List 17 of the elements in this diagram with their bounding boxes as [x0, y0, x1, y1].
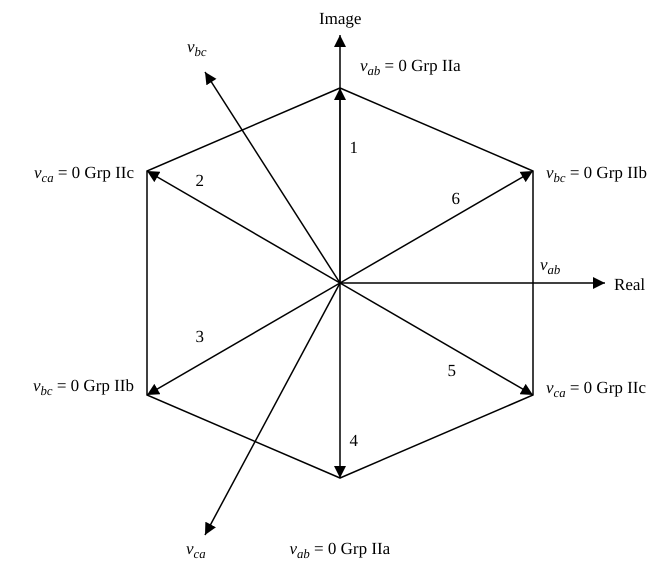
vertex-label: v$_{ab}$ = 0 Grp IIa	[290, 540, 390, 560]
vertex-label: v$_{bc}$ = 0 Grp IIb	[33, 376, 134, 398]
sector-number: 1	[350, 138, 358, 156]
sector-number: 4	[350, 432, 358, 448]
sector-number: 6	[452, 190, 460, 206]
sector-number: 2	[196, 172, 204, 188]
vertex-label: v$_{ca}$ = 0 Grp IIc	[546, 378, 646, 400]
axis-label: Real	[614, 276, 646, 292]
axis-label: Image	[319, 10, 362, 26]
sector-number: 5	[448, 362, 456, 378]
vertex-label: v$_{bc}$ = 0 Grp IIb	[546, 164, 647, 184]
vertex-label: v$_{ca}$ = 0 Grp IIc	[34, 164, 134, 184]
vector-label: v$_{ca}$	[186, 540, 206, 560]
vertex-label: v$_{ab}$ = 0 Grp IIa	[360, 56, 461, 78]
vector-label: v$_{bc}$	[187, 38, 207, 58]
vector-label: v$_{ab}$	[540, 256, 560, 276]
sector-number: 3	[196, 328, 204, 344]
